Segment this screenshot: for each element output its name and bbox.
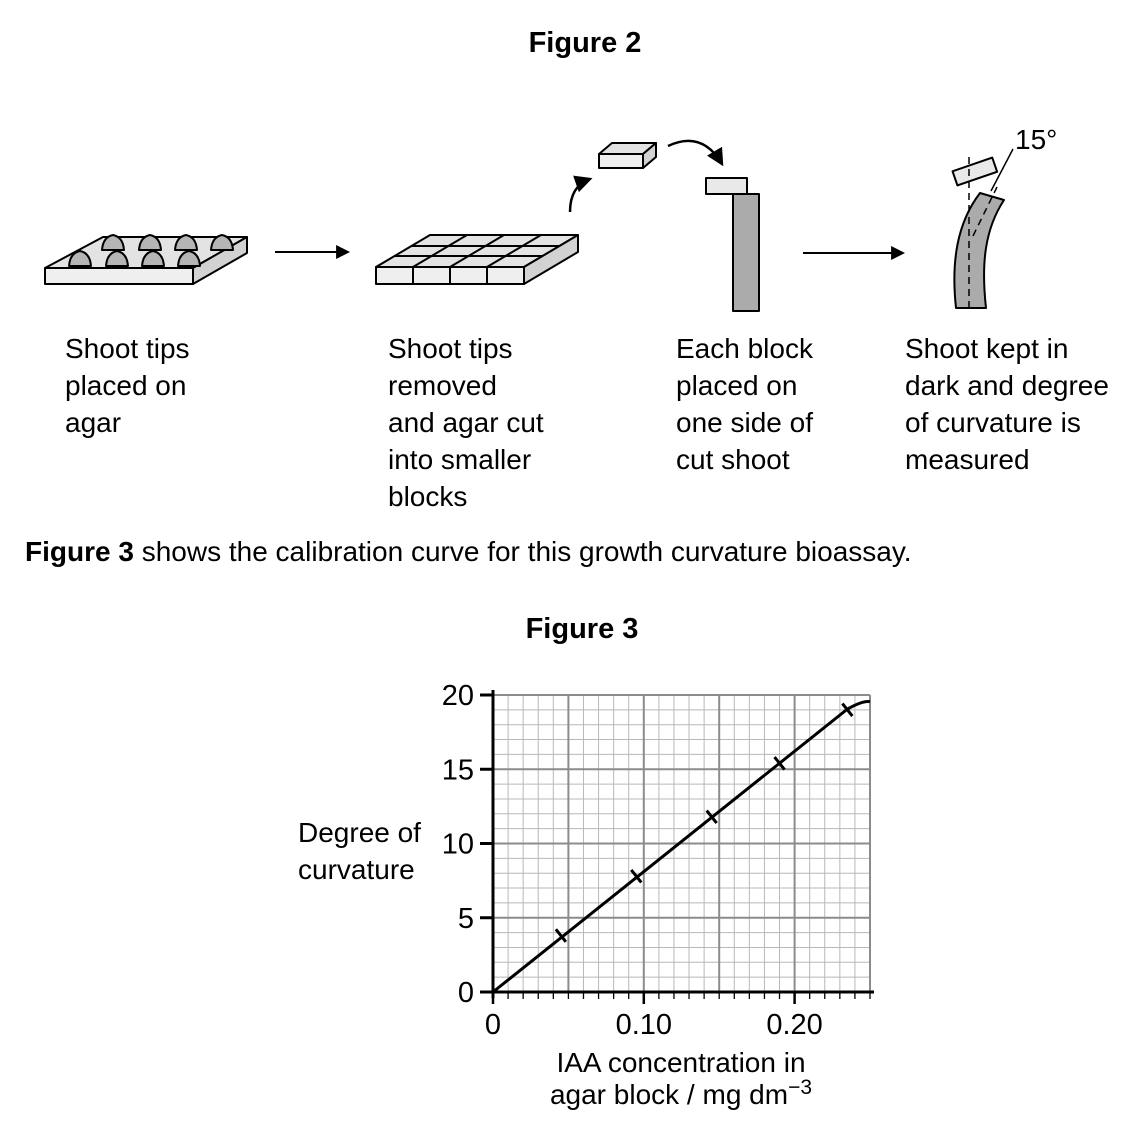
angle-label: 15° — [1015, 124, 1058, 155]
block-on-cut-shoot — [705, 177, 760, 312]
svg-text:5: 5 — [458, 903, 474, 935]
step3-caption: Each block placed on one side of cut sho… — [676, 333, 813, 475]
agar-slab-cut-into-blocks — [375, 234, 579, 285]
svg-text:15: 15 — [442, 754, 474, 786]
y-axis-label: Degree of curvature — [298, 817, 421, 885]
tilted-dashed-shoot-axis-line — [972, 186, 998, 237]
x-axis-label-line1: IAA concentration in — [556, 1047, 806, 1078]
svg-text:20: 20 — [442, 680, 474, 712]
x-axis-label-superscript: −3 — [788, 1076, 813, 1099]
svg-text:0: 0 — [458, 977, 474, 1009]
step4-caption: Shoot kept in dark and degree of curvatu… — [905, 333, 1109, 475]
svg-text:0: 0 — [485, 1009, 501, 1041]
figure2-diagram — [44, 139, 1014, 312]
arrow-slab-to-block — [568, 175, 593, 213]
svg-text:0.10: 0.10 — [616, 1009, 672, 1041]
x-axis-label-line2: agar block / mg dm−3 — [549, 1076, 813, 1110]
arrow-block-to-shoot — [667, 139, 724, 167]
figure2-title: Figure 2 — [528, 27, 642, 59]
small-agar-block — [598, 142, 657, 169]
svg-text:0.20: 0.20 — [766, 1009, 822, 1041]
x-axis-label: IAA concentration in agar block / mg dm−… — [550, 1047, 812, 1114]
calibration-curve-chart: 0 5 10 15 20 0 0.10 0.20 — [442, 680, 874, 1041]
figure3-intro-rest: shows the calibration curve for this gro… — [133, 536, 912, 567]
step1-caption: Shoot tips placed on agar — [65, 333, 190, 438]
figure3-intro-paragraph: Figure 3 shows the calibration curve for… — [25, 536, 912, 568]
figure3-intro-bold: Figure 3 — [25, 536, 134, 567]
agar-slab-with-shoot-tips — [44, 234, 248, 285]
svg-text:10: 10 — [442, 829, 474, 861]
angle-leader-line — [990, 148, 1014, 192]
shoot-tip-domes — [68, 234, 234, 267]
figure3-title: Figure 3 — [525, 613, 639, 645]
curved-shoot-with-angle — [951, 148, 1014, 309]
step2-caption: Shoot tips removed and agar cut into sma… — [388, 333, 544, 512]
